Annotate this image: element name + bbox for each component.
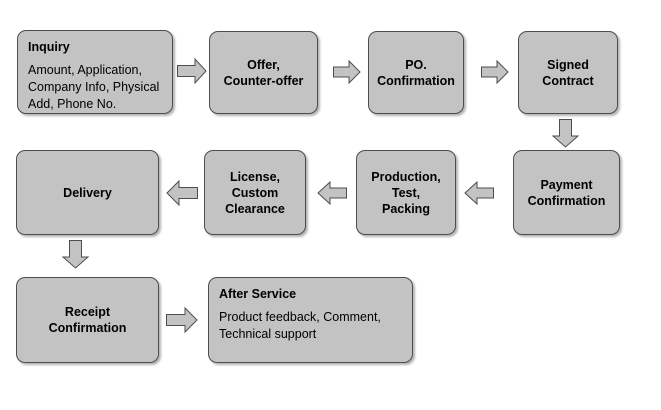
node-delivery-title: Delivery bbox=[63, 185, 112, 200]
node-production[interactable]: Production, Test, Packing bbox=[356, 150, 456, 235]
node-po-confirmation-title: PO. Confirmation bbox=[377, 57, 455, 88]
arrow-receipt-to-after-service bbox=[166, 306, 198, 334]
node-inquiry[interactable]: Inquiry Amount, Application, Company Inf… bbox=[17, 30, 173, 114]
node-signed-contract-title: Signed Contract bbox=[542, 57, 594, 88]
arrow-po-to-signed-contract bbox=[481, 59, 509, 85]
arrow-inquiry-to-offer bbox=[177, 57, 207, 85]
node-inquiry-title: Inquiry bbox=[28, 40, 70, 54]
node-payment-confirmation[interactable]: Payment Confirmation bbox=[513, 150, 620, 235]
node-license-title: License, Custom Clearance bbox=[225, 169, 285, 216]
node-after-service[interactable]: After Service Product feedback, Comment,… bbox=[208, 277, 413, 363]
node-offer[interactable]: Offer, Counter-offer bbox=[209, 31, 318, 114]
node-after-service-title: After Service bbox=[219, 287, 297, 301]
arrow-signed-contract-to-payment bbox=[551, 119, 580, 148]
arrow-license-to-delivery bbox=[166, 179, 198, 207]
node-receipt-confirmation-title: Receipt Confirmation bbox=[48, 305, 127, 335]
arrow-delivery-to-receipt bbox=[61, 240, 90, 269]
node-po-confirmation[interactable]: PO. Confirmation bbox=[368, 31, 464, 114]
node-offer-title: Offer, Counter-offer bbox=[223, 57, 304, 88]
node-inquiry-body: Amount, Application, Company Info, Physi… bbox=[28, 63, 160, 111]
node-payment-confirmation-title: Payment Confirmation bbox=[527, 177, 606, 208]
arrow-offer-to-po bbox=[333, 59, 361, 85]
node-receipt-confirmation[interactable]: Receipt Confirmation bbox=[16, 277, 159, 363]
node-license[interactable]: License, Custom Clearance bbox=[204, 150, 306, 235]
node-signed-contract[interactable]: Signed Contract bbox=[518, 31, 618, 114]
arrow-production-to-license bbox=[317, 180, 347, 206]
node-after-service-body: Product feedback, Comment, Technical sup… bbox=[219, 310, 381, 341]
arrow-payment-to-production bbox=[464, 180, 494, 206]
node-production-title: Production, Test, Packing bbox=[371, 169, 441, 216]
node-delivery[interactable]: Delivery bbox=[16, 150, 159, 235]
